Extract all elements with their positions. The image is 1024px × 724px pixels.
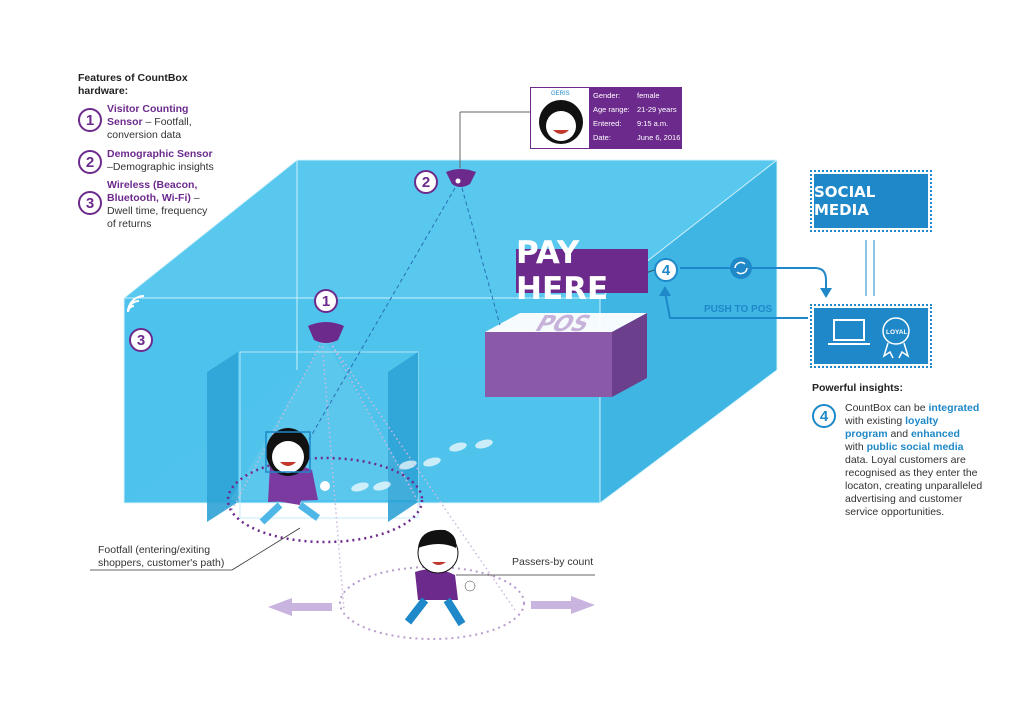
insights-p8: advertising and customer — [845, 493, 963, 505]
pos-counter: POS — [485, 311, 647, 397]
room-right-wall — [600, 160, 777, 503]
wifi-icon — [127, 295, 145, 313]
footfall-label: Footfall (entering/exiting shoppers, cus… — [98, 544, 224, 570]
loyal-box — [814, 308, 928, 364]
pos-badge: 4 — [654, 258, 678, 282]
insights-title: Powerful insights: — [812, 382, 904, 394]
profile-date-value: June 6, 2016 — [637, 133, 681, 142]
insights-loyalty: loyalty — [905, 415, 939, 427]
profile-entered-value: 9:15 a.m. — [637, 119, 669, 128]
insights-p7: locaton, creating unparalleled — [845, 480, 983, 492]
room-front — [124, 298, 600, 503]
insights-p6: recognised as they enter the — [845, 467, 978, 479]
sync-icon — [730, 257, 752, 279]
insights-text: CountBox can be integrated with existing… — [845, 402, 1015, 519]
sensor-1-device — [308, 322, 344, 343]
insights-p5: data. Loyal customers are — [845, 454, 966, 466]
profile-gender-label: Gender: — [593, 91, 621, 100]
profile-age-label: Age range: — [593, 105, 630, 114]
footfall-label-line2: shoppers, customer's path) — [98, 557, 225, 569]
insights-integrated: integrated — [928, 402, 980, 414]
insights-program: program — [845, 428, 888, 440]
insights-p9: service opportunities. — [845, 506, 945, 518]
feature-2-badge: 2 — [78, 150, 102, 174]
feature-3-desc: – — [190, 192, 200, 204]
entrance-gate — [207, 351, 419, 522]
footprints — [351, 439, 493, 492]
profile-name: GERIS — [551, 91, 570, 97]
sensor-2-badge: 2 — [414, 170, 438, 194]
insight-4-badge: 4 — [812, 404, 836, 428]
loyal-label: LOYAL — [886, 329, 908, 336]
feature-1-desc: – Footfall, — [142, 116, 192, 128]
feature-3-desc2: Dwell time, frequency — [107, 205, 208, 217]
footfall-label-line1: Footfall (entering/exiting — [98, 544, 211, 556]
profile-age-value: 21-29 years — [637, 105, 677, 114]
features-title-line1: Features of CountBox — [78, 72, 188, 84]
feature-1-desc2: conversion data — [107, 129, 182, 141]
insights-enhanced: enhanced — [910, 428, 960, 440]
features-title-line2: hardware: — [78, 85, 129, 97]
profile-gender-value: female — [637, 91, 660, 100]
feature-3-badge: 3 — [78, 191, 102, 215]
social-media-box: SOCIAL MEDIA — [810, 170, 932, 232]
passers-zone — [339, 566, 525, 640]
girl-visitor — [259, 428, 330, 525]
footfall-zone — [226, 456, 424, 544]
passers-label: Passers-by count — [512, 556, 594, 568]
feature-3-text: Wireless (Beacon, Bluetooth, Wi-Fi) – Dw… — [107, 179, 207, 231]
feature-2-desc: –Demographic insights — [107, 161, 214, 173]
insights-p1: CountBox can be — [845, 402, 929, 414]
wireless-badge: 3 — [129, 328, 153, 352]
profile-date-label: Date: — [593, 133, 611, 142]
insights-p2: with existing — [845, 415, 906, 427]
feature-1-title: Visitor Counting — [107, 103, 189, 115]
feature-3-desc3: of returns — [107, 218, 152, 230]
feature-3-title: Wireless (Beacon, — [107, 179, 198, 191]
pay-here-sign: PAY HERE — [516, 235, 648, 307]
feature-2-title: Demographic Sensor — [107, 148, 213, 160]
loyal-ribbon-icon — [882, 317, 910, 359]
push-to-pos-label: PUSH TO POS — [704, 304, 773, 315]
feature-1-badge: 1 — [78, 108, 102, 132]
feature-1-title2: Sensor — [107, 116, 143, 128]
boy-passerby — [404, 529, 476, 627]
feature-1-text: Visitor Counting Sensor – Footfall, conv… — [107, 103, 192, 142]
profile-info: Gender: female Age range: 21-29 years Ente… — [589, 88, 681, 148]
feature-3-title2: Bluetooth, Wi-Fi) — [107, 192, 191, 204]
feature-2-text: Demographic Sensor –Demographic insights — [107, 148, 214, 174]
profile-entered-label: Entered: — [593, 119, 622, 128]
sensor-1-badge: 1 — [314, 289, 338, 313]
insights-p3: and — [887, 428, 911, 440]
laptop-icon — [828, 319, 870, 345]
insights-p4: with — [845, 441, 867, 453]
demographic-profile-card: GERIS Gender: female Age range: 21-29 year… — [530, 87, 682, 149]
flow-arrows — [268, 596, 595, 616]
features-title: Features of CountBox hardware: — [78, 72, 188, 98]
insights-social: public social media — [866, 441, 964, 453]
profile-avatar — [539, 100, 583, 144]
sensor-2-device — [446, 169, 476, 187]
